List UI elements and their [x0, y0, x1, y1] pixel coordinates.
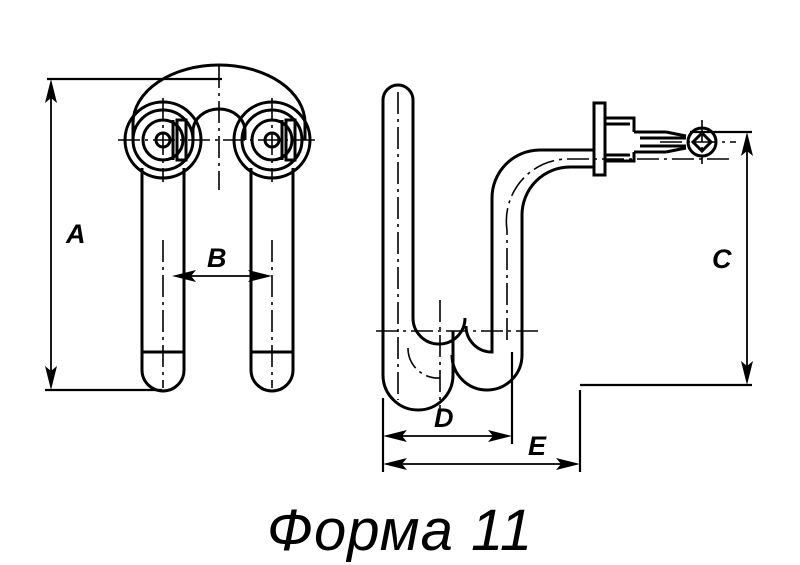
side-elbow-inner: [520, 165, 594, 216]
side-stem-taper-bottom: [665, 146, 687, 154]
side-u-bend-outer-left: [381, 331, 455, 412]
side-view: [381, 83, 718, 412]
front-bushing-left-tab: [175, 118, 188, 162]
dimension-c-arrow-top: [741, 132, 753, 156]
dimension-a-arrow-bottom: [45, 366, 57, 390]
dimension-d-arrow-right: [488, 430, 512, 442]
front-top-bend-outer: [131, 63, 307, 140]
side-eyelet-hole: [690, 130, 714, 154]
side-elbow-outer: [490, 148, 594, 199]
dimension-c-arrow-bottom: [741, 361, 753, 385]
dimension-b-label: B: [207, 243, 227, 273]
front-tube-left-cap: [140, 369, 186, 393]
dimension-a-arrow-top: [45, 79, 57, 103]
dimension-c-label: C: [712, 244, 732, 274]
dimension-c: [580, 130, 752, 387]
dimension-e-arrow-right: [556, 458, 580, 470]
side-u-bend-inner-left: [411, 317, 467, 346]
front-tube-right-cap: [249, 369, 295, 393]
side-terminal-body-bottom: [605, 152, 636, 163]
side-stem-taper-top: [665, 130, 687, 138]
dimension-b-arrow-right: [248, 270, 272, 282]
dimension-d-label: D: [434, 403, 454, 433]
dimension-a: [45, 77, 222, 392]
side-left-leg-outer: [381, 83, 415, 375]
front-view-centrelines: [118, 66, 318, 388]
side-flange-plate: [592, 101, 607, 177]
dimension-a-label: A: [65, 219, 86, 249]
dimension-e-label: E: [528, 431, 547, 461]
dimension-d-arrow-left: [383, 430, 407, 442]
drawing-caption: Форма 11: [267, 498, 533, 563]
dimension-b-arrow-left: [172, 270, 196, 282]
side-u-bend-outer-right: [450, 331, 524, 392]
side-terminal-body-top: [605, 116, 636, 132]
dimension-e-arrow-left: [383, 458, 407, 470]
side-view-centrelines: [376, 92, 736, 412]
side-dimension-extensions: [381, 352, 582, 472]
side-axis-centreline: [505, 158, 732, 231]
side-u-bend-arc-centreline: [407, 347, 441, 379]
